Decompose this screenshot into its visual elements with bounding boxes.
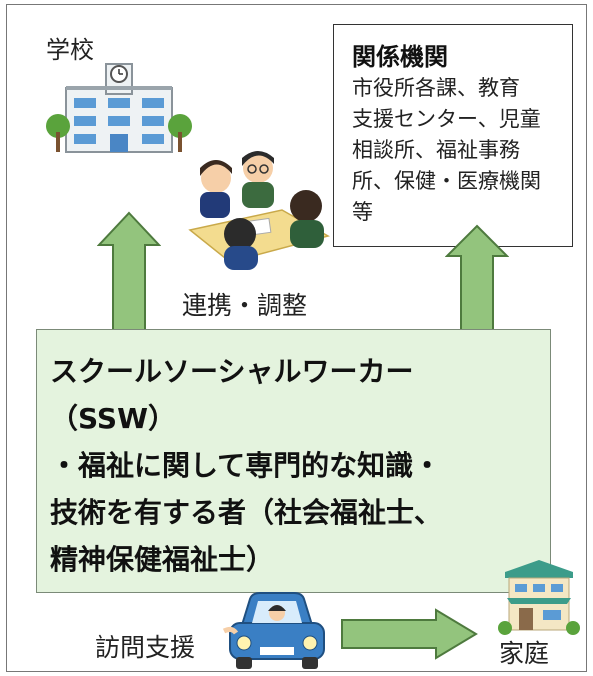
agencies-line: 相談所、福祉事務 [352,138,520,162]
car-icon [222,592,325,669]
agencies-line: 等 [352,200,373,224]
arrow-right-to-home [341,608,478,660]
school-label: 学校 [46,36,94,64]
ssw-text: スクールソーシャルワーカー （SSW） ・福祉に関して専門的な知識・ 技術を有す… [50,348,540,583]
agencies-title: 関係機関 [352,43,448,71]
ssw-line: 技術を有する者（社会福祉士、 [50,496,443,529]
school-building-icon [46,63,192,153]
arrow-up-to-agencies [445,224,509,332]
meeting-people-icon [188,151,330,270]
agencies-list: 市役所各課、教育 支援センター、児童 相談所、福祉事務 所、保健・医療機関 等 [352,73,564,228]
related-agencies-box: 関係機関 市役所各課、教育 支援センター、児童 相談所、福祉事務 所、保健・医療… [333,24,573,247]
home-label: 家庭 [499,639,550,668]
coordination-label: 連携・調整 [182,291,308,320]
ssw-line: スクールソーシャルワーカー [50,355,414,388]
ssw-line: 精神保健福祉士） [50,543,275,576]
arrow-up-to-school [97,211,161,332]
agencies-line: 市役所各課、教育 [352,76,520,100]
visit-support-label: 訪問支援 [95,633,196,662]
ssw-line: （SSW） [50,402,176,435]
house-icon [498,560,580,635]
ssw-line: ・福祉に関して専門的な知識・ [50,449,442,482]
ssw-description-box: スクールソーシャルワーカー （SSW） ・福祉に関して専門的な知識・ 技術を有す… [36,329,551,593]
agencies-line: 支援センター、児童 [352,107,541,131]
agencies-line: 所、保健・医療機関 [352,169,541,193]
